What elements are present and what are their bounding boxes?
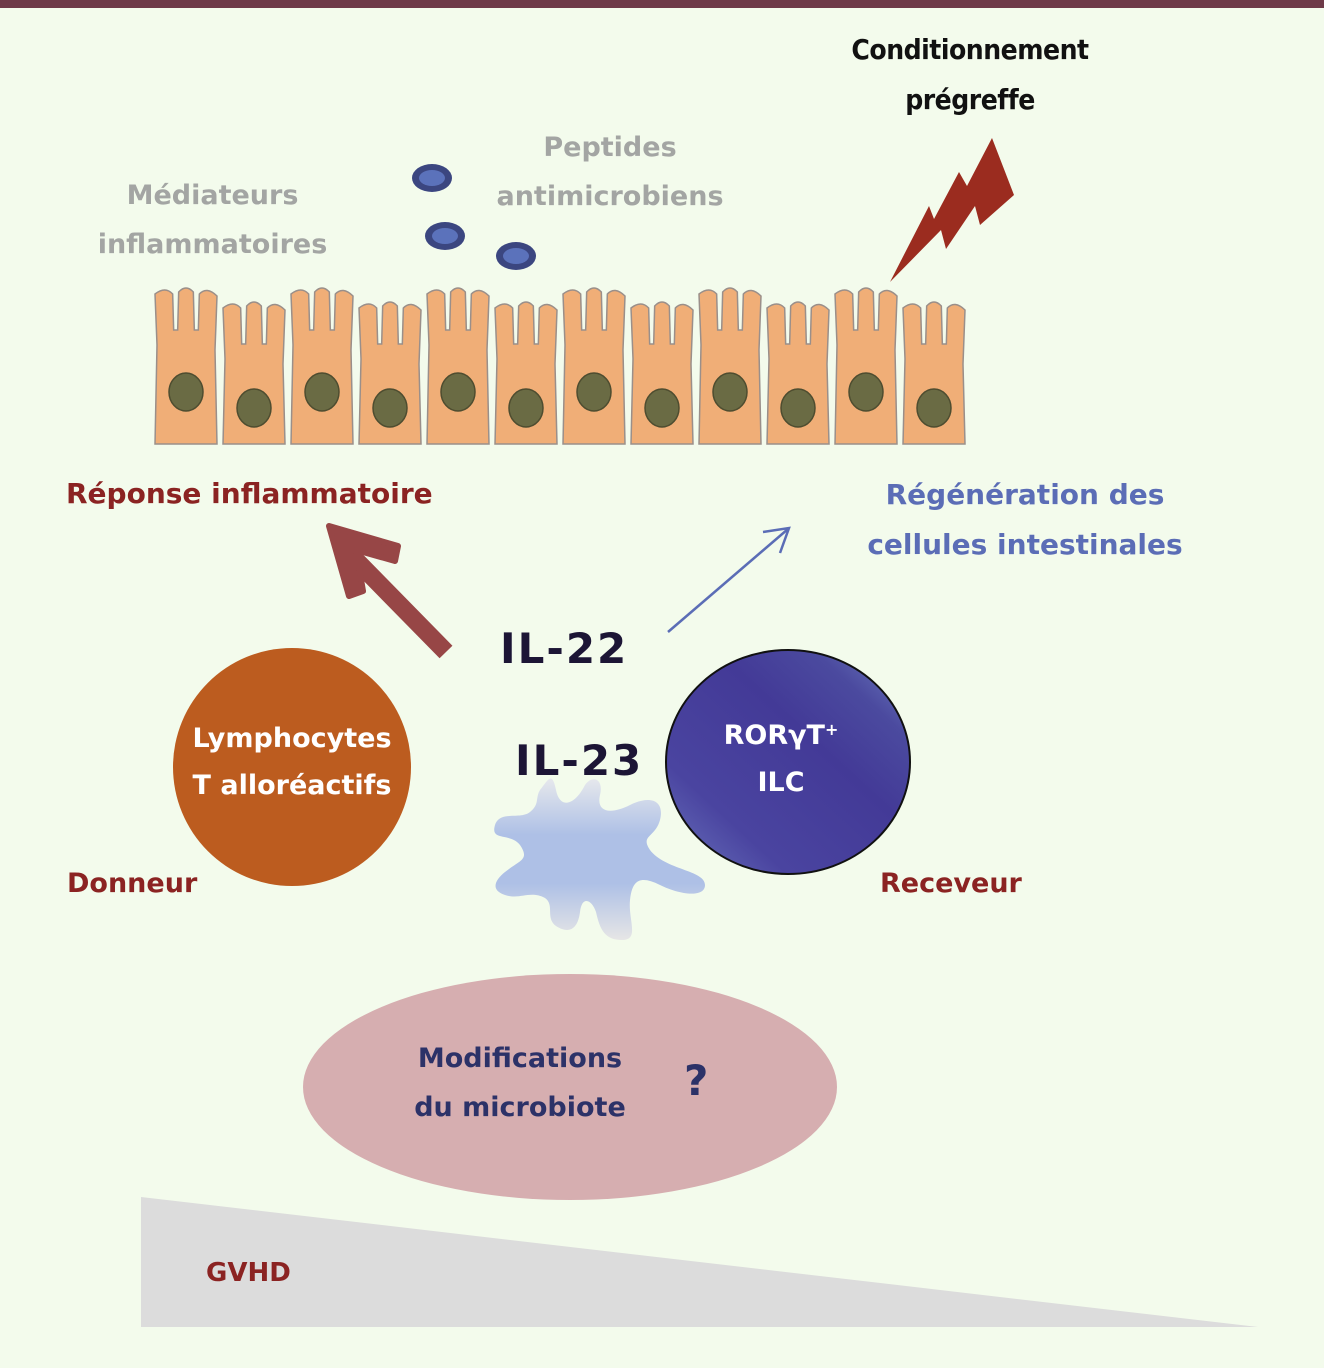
regeneration-arrow (667, 526, 791, 633)
ilc-label: RORγT+ ILC (706, 722, 856, 816)
cell-nucleus (168, 372, 204, 412)
regeneration-line-1: Régénération des (885, 478, 1165, 511)
microbiote-line-2: du microbiote (414, 1092, 626, 1123)
gvhd-wedge (141, 1197, 1258, 1327)
lightning-bolt-icon (890, 138, 1014, 282)
regeneration-line-2: cellules intestinales (867, 528, 1183, 561)
inflammatory-arrow (326, 523, 453, 659)
question-mark: ? (684, 1056, 709, 1105)
cell-nucleus (508, 388, 544, 428)
conditioning-label: Conditionnement prégreffe (845, 36, 1095, 136)
peptides-line-2: antimicrobiens (496, 181, 724, 212)
peptides-label: Peptides antimicrobiens (490, 134, 730, 232)
cell-nucleus (712, 372, 748, 412)
epithelial-cell (426, 287, 490, 445)
ilc-line-1: RORγT+ (706, 720, 856, 751)
inflammatory-response-label: Réponse inflammatoire (66, 477, 433, 510)
cell-nucleus (848, 372, 884, 412)
cell-nucleus (440, 372, 476, 412)
epithelial-cell (290, 287, 354, 445)
mediators-label: Médiateurs inflammatoires (95, 182, 330, 280)
roryt-text: RORγT (723, 720, 825, 751)
epithelial-cell (834, 287, 898, 445)
microbiote-ellipse (303, 974, 837, 1200)
ilc-cell (665, 649, 911, 875)
lymphocytes-label: Lymphocytes T alloréactifs (172, 725, 412, 819)
peptide-molecule-icon (496, 242, 536, 270)
cell-nucleus (916, 388, 952, 428)
intestinal-epithelium-icon (154, 287, 966, 445)
mediators-line-2: inflammatoires (97, 229, 328, 260)
regeneration-label: Régénération des cellules intestinales (860, 481, 1190, 581)
peptides (412, 164, 536, 270)
peptide-molecule-icon (412, 164, 452, 192)
cell-nucleus (576, 372, 612, 412)
epithelial-cell (698, 287, 762, 445)
recipient-label: Receveur (880, 868, 1022, 899)
cell-nucleus (780, 388, 816, 428)
peptides-line-1: Peptides (543, 132, 677, 163)
lymphocyte-cell (173, 648, 411, 886)
cell-nucleus (644, 388, 680, 428)
conditioning-line-1: Conditionnement (851, 33, 1089, 66)
lymphocytes-line-1: Lymphocytes (192, 723, 392, 754)
donor-label: Donneur (67, 868, 198, 899)
cell-nucleus (304, 372, 340, 412)
gvhd-label: GVHD (206, 1258, 291, 1288)
lymphocytes-line-2: T alloréactifs (192, 770, 392, 801)
roryt-superscript: + (824, 720, 839, 739)
conditioning-line-2: prégreffe (905, 83, 1035, 116)
cell-nucleus (236, 388, 272, 428)
microbiote-label: Modifications du microbiote (400, 1045, 640, 1143)
top-bar (0, 0, 1324, 8)
il22-label: IL-22 (500, 624, 629, 673)
dendritic-cell-icon (494, 778, 705, 940)
cell-nucleus (372, 388, 408, 428)
ilc-line-2: ILC (757, 767, 805, 798)
epithelial-cell (154, 287, 218, 445)
peptide-molecule-icon (425, 222, 465, 250)
epithelial-cell (562, 287, 626, 445)
microbiote-line-1: Modifications (417, 1043, 623, 1074)
il23-label: IL-23 (515, 736, 644, 785)
mediators-line-1: Médiateurs (126, 180, 299, 211)
